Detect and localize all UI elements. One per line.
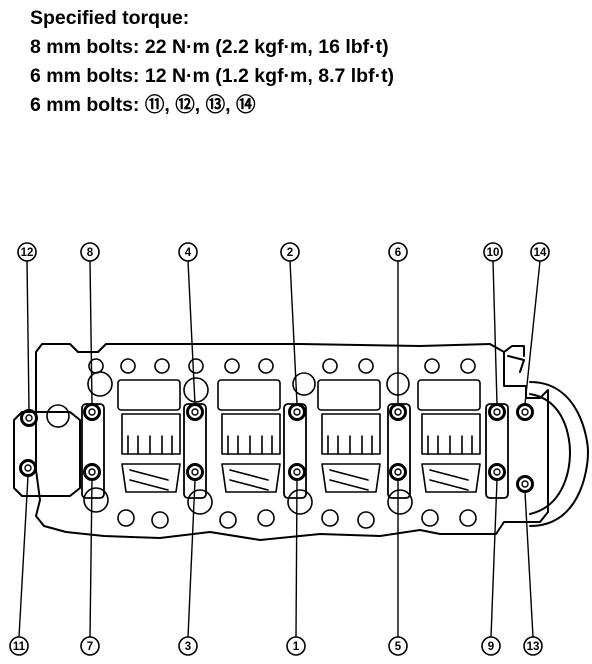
leader-line-14 xyxy=(524,260,541,405)
rocker-arm-group-1 xyxy=(117,379,181,493)
callout-label-13: 13 xyxy=(527,641,540,653)
bolt-id-12: ⑫ xyxy=(175,94,195,116)
head-bolt-8 xyxy=(83,403,101,421)
leader-line-9 xyxy=(490,479,498,638)
head-bolt-13 xyxy=(516,475,534,493)
callout-circle-13 xyxy=(523,636,543,656)
callout-leaders xyxy=(18,260,541,638)
head-bolt-6 xyxy=(389,403,407,421)
upper-bracket-tab xyxy=(507,355,525,373)
bolt-callouts: 12 8 4 2 6 10 14 11 7 3 1 5 9 13 xyxy=(9,242,550,656)
leader-line-12 xyxy=(26,260,30,411)
rocker-arm-group-3 xyxy=(317,379,381,493)
head-bolt-center-9 xyxy=(493,468,501,476)
upper-bracket xyxy=(503,345,525,357)
callout-label-4: 4 xyxy=(185,247,192,259)
leader-line-8 xyxy=(89,260,93,405)
spec-6mm-bolts: 6 mm bolts: 12 N·m (1.2 kgf·m, 8.7 lbf·t… xyxy=(30,65,395,87)
head-bolt-center-5 xyxy=(394,468,402,476)
head-bolt-center-13 xyxy=(521,480,529,488)
callout-label-3: 3 xyxy=(185,641,191,653)
leader-line-2 xyxy=(289,260,298,405)
callout-label-10: 10 xyxy=(487,247,500,259)
head-bolt-center-6 xyxy=(394,408,402,416)
callout-circle-3 xyxy=(178,636,198,656)
head-bolt-center-7 xyxy=(88,468,96,476)
spec-8mm-bolts: 8 mm bolts: 22 N·m (2.2 kgf·m, 16 lbf·t) xyxy=(30,36,389,58)
callout-circle-11 xyxy=(9,636,29,656)
head-bolt-10 xyxy=(488,403,506,421)
bolt-id-11: ⑪ xyxy=(144,94,165,116)
head-bolt-center-1 xyxy=(293,468,301,476)
bolt-id-13: ⑬ xyxy=(205,94,226,116)
leader-line-10 xyxy=(492,260,498,405)
spec-6mm-bolts-label: 6 mm bolts: xyxy=(30,94,140,116)
cylinder-head-outline xyxy=(35,343,549,541)
head-bolt-center-11 xyxy=(24,464,32,472)
callout-label-5: 5 xyxy=(395,641,402,653)
head-bolt-4 xyxy=(186,403,204,421)
callout-label-1: 1 xyxy=(293,641,300,653)
callout-circle-14 xyxy=(530,242,550,262)
callout-label-11: 11 xyxy=(13,641,26,653)
rocker-arm-group-4 xyxy=(417,379,481,493)
leader-line-4 xyxy=(187,260,196,405)
head-bolt-14 xyxy=(516,403,534,421)
camshaft-end-housing xyxy=(529,381,589,527)
callout-circle-2 xyxy=(280,242,300,262)
head-bolt-center-10 xyxy=(493,408,501,416)
callout-circle-7 xyxy=(80,636,100,656)
leader-line-13 xyxy=(524,491,534,638)
head-bolt-center-14 xyxy=(521,408,529,416)
head-bolt-7 xyxy=(83,463,101,481)
head-bolt-center-2 xyxy=(293,408,301,416)
head-bolt-3 xyxy=(186,463,204,481)
head-bolt-9 xyxy=(488,463,506,481)
leader-line-11 xyxy=(18,475,29,638)
head-bolt-1 xyxy=(288,463,306,481)
spec-title: Specified torque: xyxy=(30,7,190,29)
callout-label-8: 8 xyxy=(87,247,94,259)
head-bolt-center-12 xyxy=(25,414,33,422)
rocker-arm-group-2 xyxy=(217,379,281,493)
callout-circle-4 xyxy=(178,242,198,262)
callout-circle-12 xyxy=(17,242,37,262)
torque-specification: Specified torque: 8 mm bolts: 22 N·m (2.… xyxy=(30,4,394,120)
left-end-boss xyxy=(13,411,81,497)
leader-line-3 xyxy=(187,479,196,638)
callout-circle-8 xyxy=(80,242,100,262)
callout-circle-1 xyxy=(286,636,306,656)
camshaft-end-inner xyxy=(529,393,571,515)
callout-circle-6 xyxy=(388,242,408,262)
callout-circle-10 xyxy=(483,242,503,262)
callout-label-2: 2 xyxy=(287,247,293,259)
leader-line-7 xyxy=(89,479,93,638)
callout-circle-9 xyxy=(481,636,501,656)
head-bolts xyxy=(19,403,534,493)
bolt-id-14: ⑭ xyxy=(235,94,256,116)
callout-label-6: 6 xyxy=(395,247,401,259)
callout-label-12: 12 xyxy=(21,247,34,259)
callout-label-9: 9 xyxy=(488,641,494,653)
head-bolt-5 xyxy=(389,463,407,481)
head-bolt-center-8 xyxy=(88,408,96,416)
head-bolt-center-3 xyxy=(191,468,199,476)
callout-label-7: 7 xyxy=(87,641,93,653)
head-bolt-center-4 xyxy=(191,408,199,416)
callout-circle-5 xyxy=(388,636,408,656)
spec-6mm-bolt-numbers: 6 mm bolts: ⑪, ⑫, ⑬, ⑭ xyxy=(30,94,256,116)
callout-label-14: 14 xyxy=(534,247,547,259)
leader-line-1 xyxy=(295,479,298,638)
head-bolt-2 xyxy=(288,403,306,421)
head-bolt-11 xyxy=(19,459,37,477)
